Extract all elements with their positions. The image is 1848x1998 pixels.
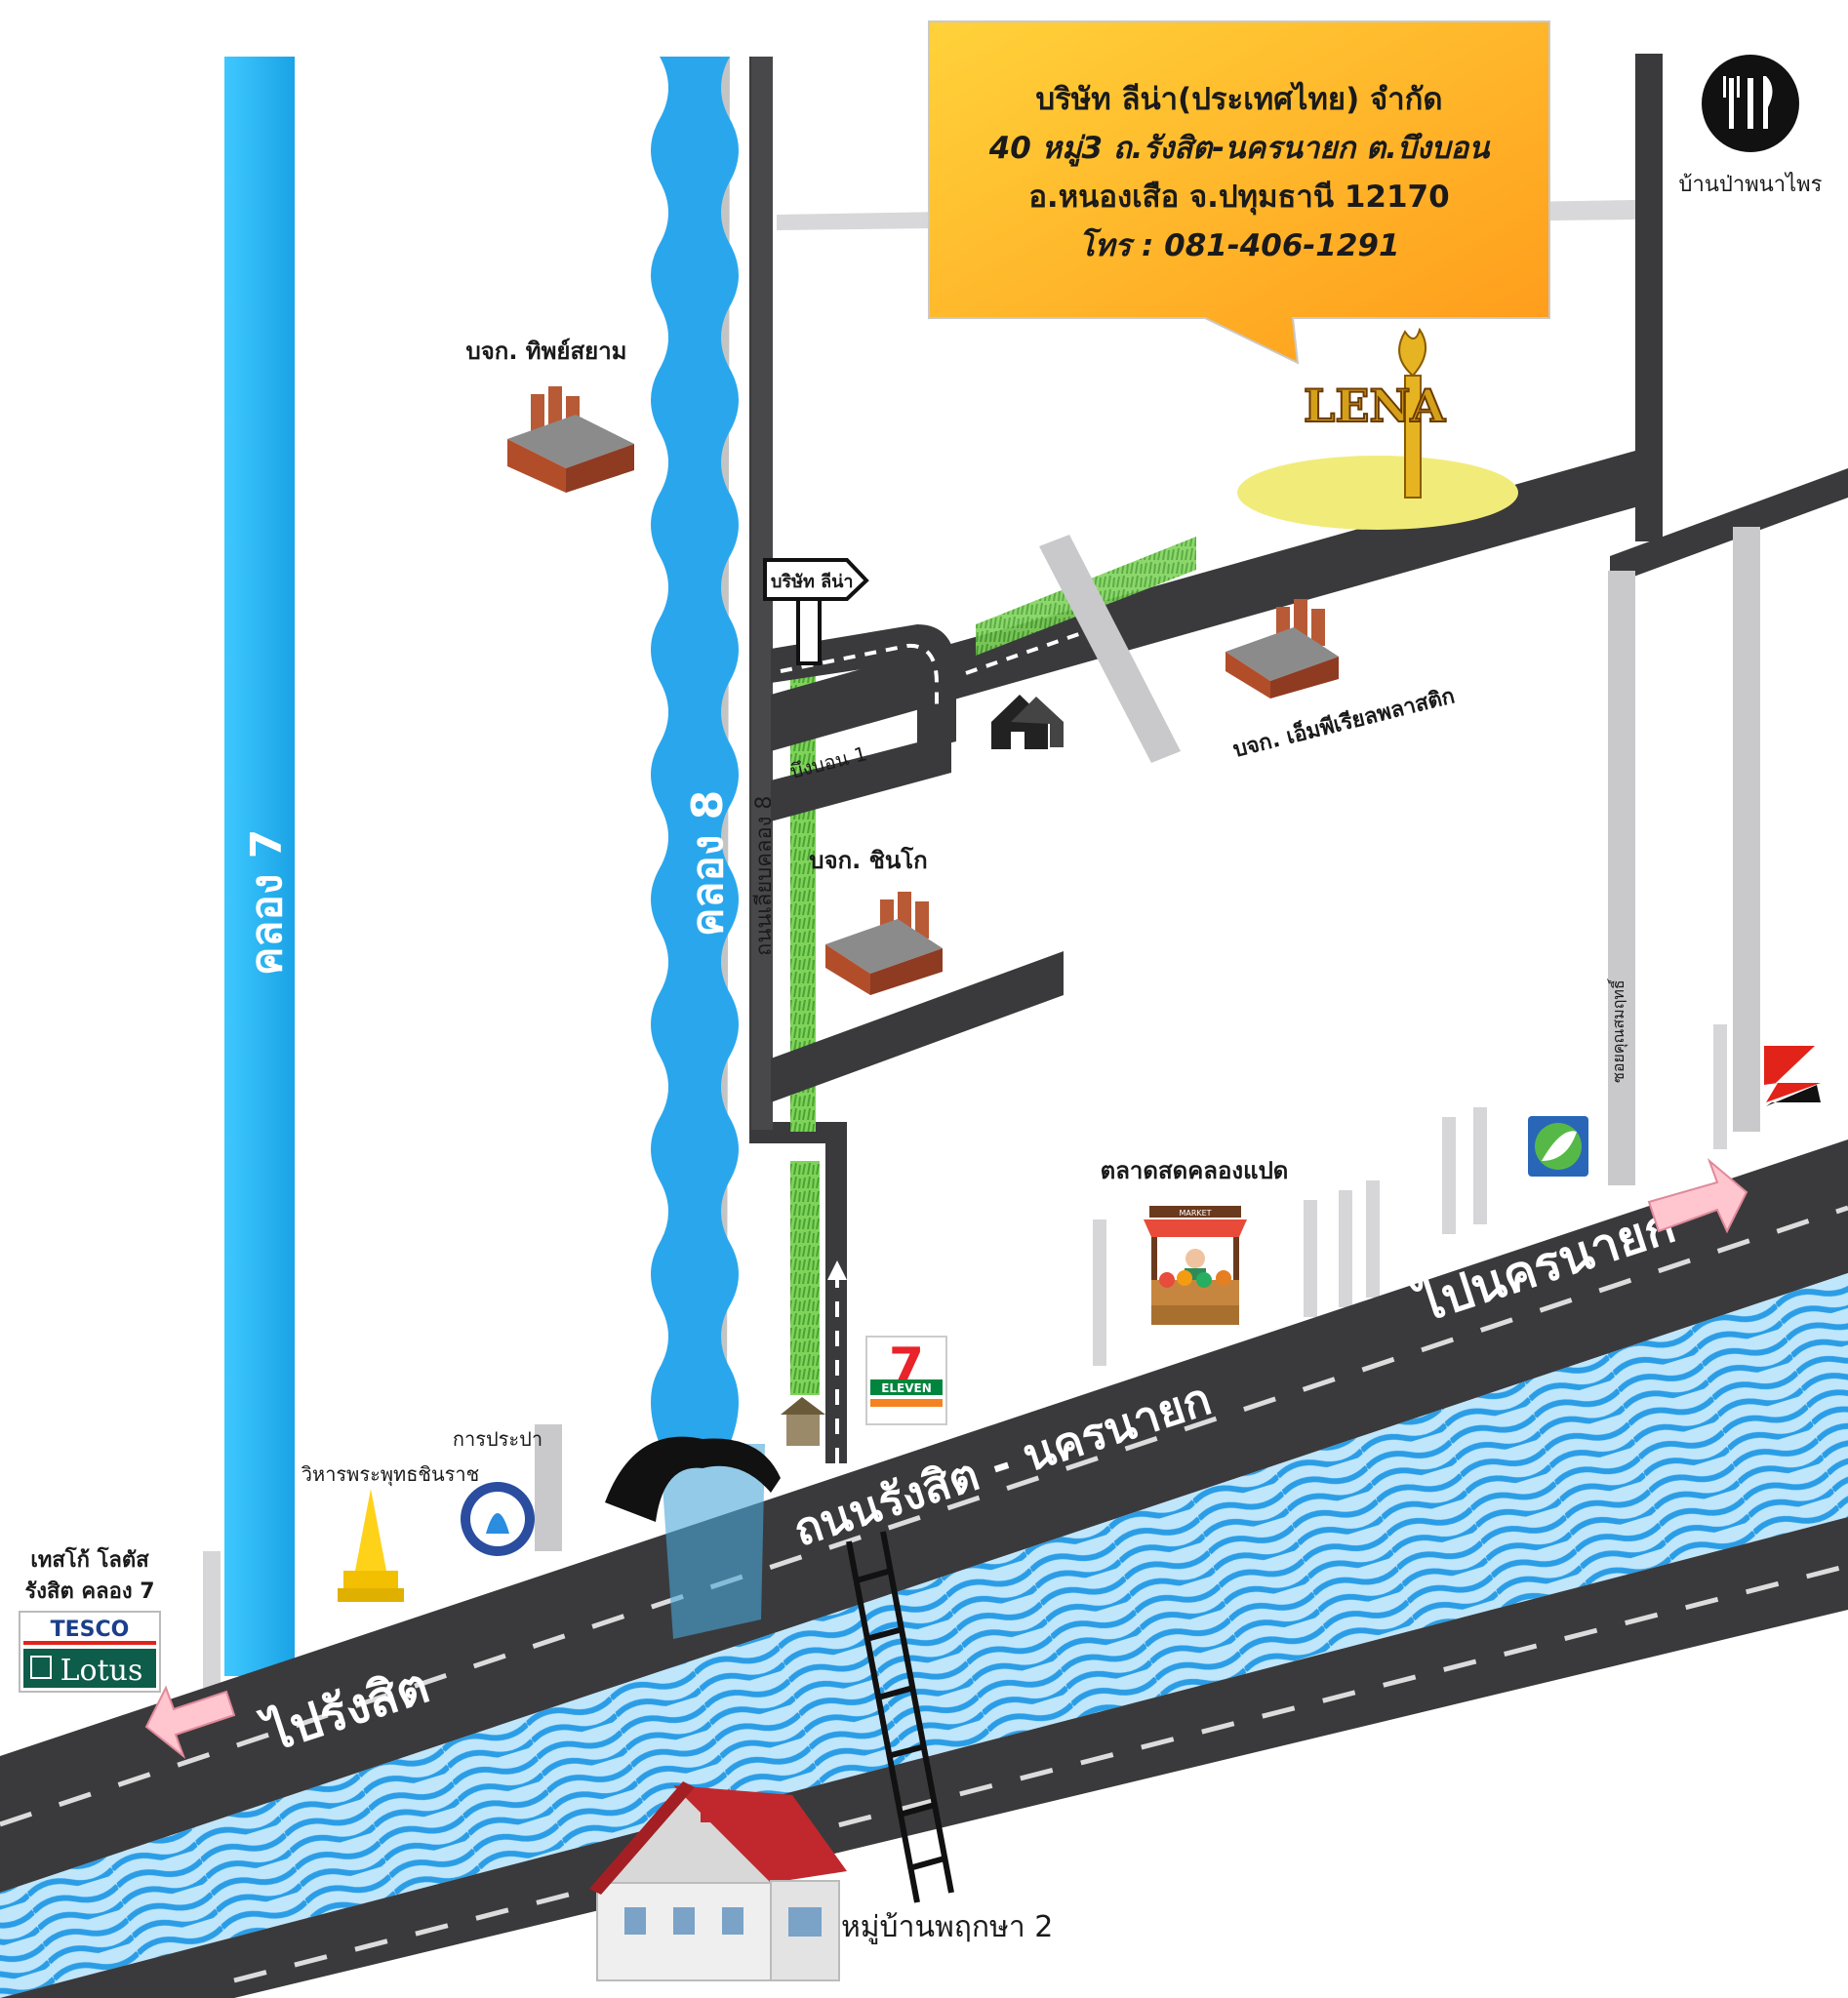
lena-logo-text: LENA: [1304, 380, 1446, 432]
tip-siam-label: บจก. ทิพย์สยาม: [465, 338, 626, 365]
company-name: บริษัท ลีน่า(ประเทศไทย) จำกัด: [1035, 81, 1442, 117]
company-address-1: 40 หมู่3 ถ.รังสิต-นครนายก ต.บึงบอน: [988, 131, 1491, 167]
waterworks-seal: [461, 1482, 535, 1556]
tesco-label-2: รังสิต คลอง 7: [24, 1579, 154, 1604]
seven-eleven-text: ELEVEN: [881, 1381, 932, 1395]
khlong-8-label: คลอง 8: [683, 790, 733, 937]
tesco-bottom-text: Lotus: [60, 1654, 143, 1688]
right-roads: ซอยคุณสมฤทธิ์: [203, 54, 1848, 1688]
khlong-8-road-label: ถนนเลียบคลอง 8: [752, 796, 777, 956]
signpost-icon: บริษัท ลีน่า: [763, 558, 869, 665]
market-stall-icon: MARKET: [1144, 1206, 1247, 1325]
bangchak-logo: [1528, 1116, 1588, 1177]
company-address-2: อ.หนองเสือ จ.ปทุมธานี 12170: [1028, 180, 1449, 216]
company-phone: โทร : 081-406-1291: [1078, 227, 1399, 263]
village-label: หมู่บ้านพฤกษา 2: [841, 1910, 1053, 1944]
restaurant-icon: [1702, 55, 1799, 152]
bridgestone-logo: [1764, 1046, 1821, 1106]
signpost-label: บริษัท ลีน่า: [771, 572, 854, 592]
main-road-group: ถนนรังสิต - นครนายก ไปนครนายก ไปรังสิต: [0, 1139, 1848, 1998]
factory-mp-plastic: [1225, 599, 1339, 699]
arrow-to-rangsit: [144, 1685, 236, 1759]
market-sign: MARKET: [1179, 1209, 1211, 1218]
temple-icon: [338, 1489, 404, 1602]
khlong-7-canal: คลอง 7: [224, 57, 295, 1676]
waterworks-label: การประปา: [453, 1427, 542, 1451]
tesco-top-text: TESCO: [51, 1618, 130, 1642]
restaurant-label: บ้านป่าพนาไพร: [1679, 172, 1823, 197]
khlong-8-canal: คลอง 8: [651, 57, 739, 1444]
house-icon: [991, 695, 1064, 749]
ladder-icon: [846, 1531, 954, 1903]
lena-logo: LENA: [1237, 327, 1518, 530]
soi-label: ซอยคุณสมฤทธิ์: [1607, 978, 1628, 1083]
tunnel-icon: [605, 1436, 781, 1522]
temple-label: วิหารพระพุทธชินราช: [301, 1462, 479, 1487]
arrow-to-nakhon-nayok: [1647, 1157, 1748, 1234]
factory-shinko: [825, 892, 943, 995]
factory-tip-siam: [507, 386, 634, 493]
hut-icon: [781, 1397, 825, 1446]
khlong-8-road: ถนนเลียบคลอง 8: [749, 57, 847, 1463]
seven-eleven-logo: 7 ELEVEN: [865, 1336, 947, 1425]
market-label: ตลาดสดคลองแปด: [1101, 1157, 1289, 1184]
tesco-label-1: เทสโก้ โลตัส: [30, 1546, 149, 1573]
tesco-lotus-logo: TESCO Lotus: [19, 1611, 161, 1693]
shinko-label: บจก. ชินโก: [809, 846, 927, 874]
company-callout: บริษัท ลีน่า(ประเทศไทย) จำกัด 40 หมู่3 ถ…: [928, 20, 1550, 365]
village-house-icon: [589, 1781, 847, 1981]
khlong-7-label: คลอง 7: [242, 829, 292, 976]
